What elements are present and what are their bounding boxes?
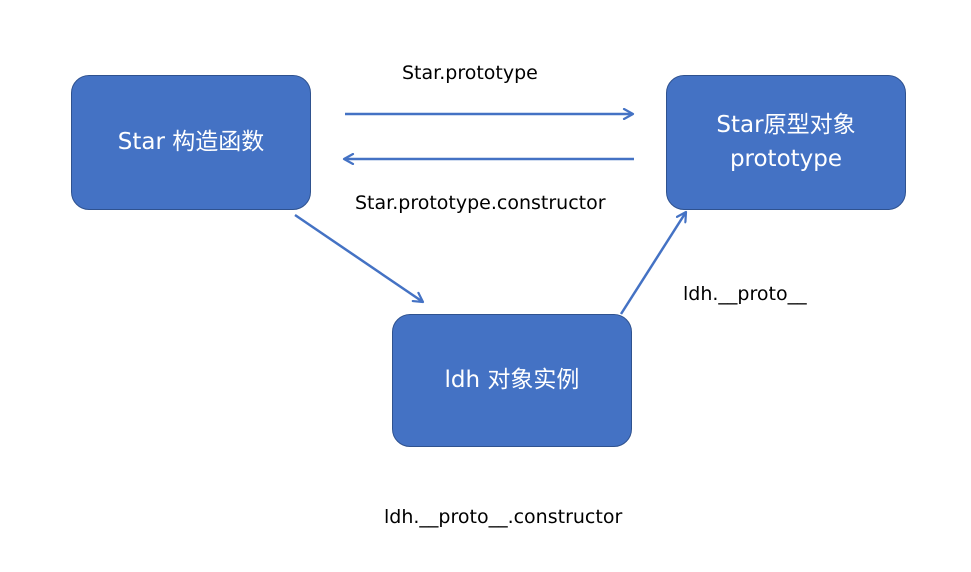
instance-node: ldh 对象实例 — [392, 314, 632, 447]
edge-label-proto: ldh.__proto__ — [683, 283, 807, 305]
arrow-instance-to-prototype — [619, 212, 686, 315]
arrow-constructor-to-instance — [294, 213, 423, 302]
constructor-node: Star 构造函数 — [71, 75, 311, 210]
edge-label-constructor: Star.prototype.constructor — [355, 192, 606, 214]
edge-label-prototype: Star.prototype — [402, 62, 538, 84]
prototype-object-node: Star原型对象 prototype — [666, 75, 906, 210]
edge-label-proto-constructor: ldh.__proto__.constructor — [384, 506, 623, 528]
